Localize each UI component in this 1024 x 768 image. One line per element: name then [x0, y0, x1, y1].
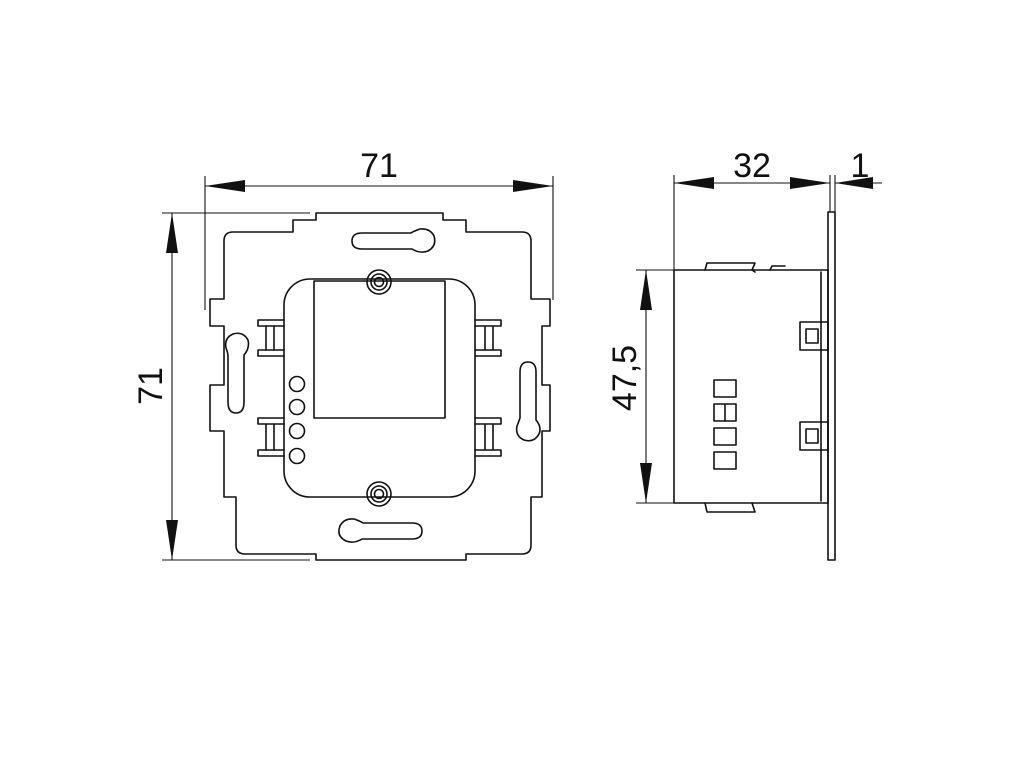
side-front-plate: [827, 211, 836, 561]
front-height-dimension: 71: [132, 212, 310, 561]
front-height-label: 71: [132, 367, 170, 405]
keyhole-slot-top: [351, 228, 436, 253]
keyhole-slot-right: [515, 361, 541, 442]
front-view: [209, 212, 551, 561]
front-width-dimension: 71: [204, 147, 554, 310]
fixing-screw-bottom: [366, 481, 392, 507]
right-terminal-clips: [474, 319, 502, 457]
side-housing: [673, 269, 829, 504]
keyhole-slot-left: [224, 332, 250, 414]
insert-body: [283, 278, 476, 498]
fixing-screw-top: [366, 269, 392, 295]
side-view: [673, 211, 836, 561]
keyhole-slot-bottom: [338, 518, 423, 543]
side-height-dimension: 47,5: [606, 269, 674, 504]
side-depth-label: 32: [733, 147, 771, 185]
side-bottom-clip: [704, 502, 756, 513]
side-terminal-openings: [713, 379, 737, 470]
front-width-label: 71: [360, 147, 398, 185]
side-depth-dimension: 32: [673, 147, 831, 270]
left-terminal-clips: [257, 319, 285, 457]
mounting-plate-outline: [209, 212, 551, 561]
side-top-clip: [704, 262, 756, 273]
led-indicators: [288, 375, 306, 465]
side-height-label: 47,5: [606, 345, 644, 411]
side-latches: [799, 321, 829, 451]
insert-face: [313, 280, 446, 419]
side-plate-label: 1: [851, 147, 870, 185]
side-plate-dimension: 1: [834, 147, 882, 212]
